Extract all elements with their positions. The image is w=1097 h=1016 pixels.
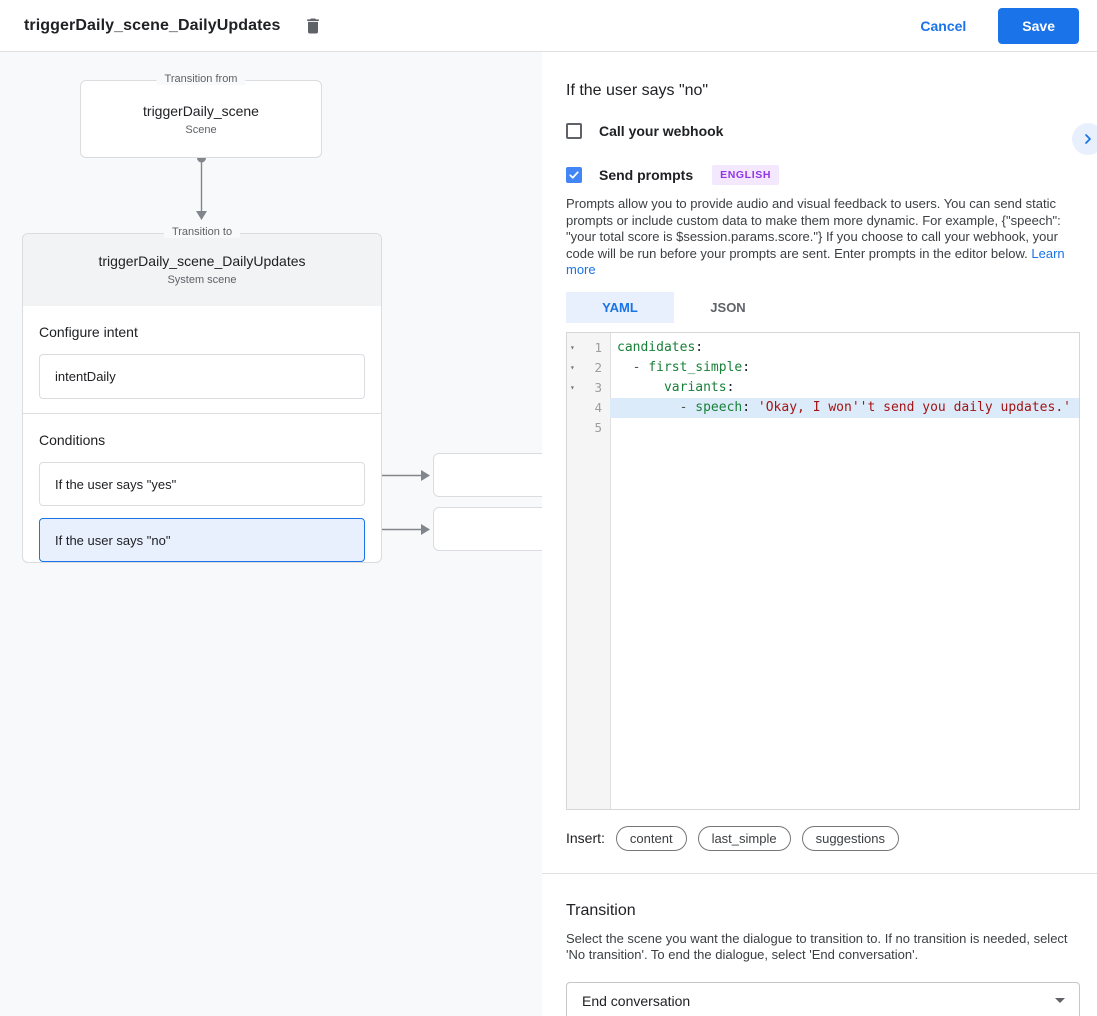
from-scene-name: triggerDaily_scene (143, 103, 259, 119)
cancel-button[interactable]: Cancel (920, 17, 967, 34)
insert-chip-suggestions[interactable]: suggestions (801, 825, 899, 851)
condition-editor-panel: If the user says "no" Call your webhook … (542, 52, 1097, 1016)
prompts-description-text: Prompts allow you to provide audio and v… (566, 196, 1061, 261)
code-line-content: - first_simple: (632, 359, 751, 375)
send-prompts-label: Send prompts (599, 167, 694, 183)
insert-row: Insert: content last_simple suggestions (566, 825, 1080, 851)
transition-description: Select the scene you want the dialogue t… (566, 930, 1068, 963)
line-number: ▾2 (567, 358, 610, 378)
dropdown-caret-icon (1055, 998, 1065, 1003)
main-area: Transition from triggerDaily_scene Scene… (0, 52, 1097, 1016)
trash-icon (306, 18, 319, 33)
code-line-content: candidates: (617, 339, 704, 355)
configure-intent-section: Configure intent intentDaily (23, 306, 381, 413)
chevron-right-icon (1085, 134, 1091, 144)
collapse-panel-button[interactable] (1072, 123, 1097, 155)
flow-target-box-yes[interactable] (433, 453, 542, 497)
fold-arrow-icon[interactable]: ▾ (570, 342, 575, 352)
conditions-label: Conditions (39, 432, 106, 448)
to-scene-header: triggerDaily_scene_DailyUpdates System s… (23, 234, 381, 306)
to-scene-type: System scene (167, 274, 237, 286)
tab-yaml[interactable]: YAML (566, 291, 674, 323)
code-line-content: - speech: 'Okay, I won''t send you daily… (610, 397, 1079, 418)
insert-chips: content last_simple suggestions (615, 825, 899, 851)
line-number: 5 (594, 419, 602, 435)
transition-to-card: Transition to triggerDaily_scene_DailyUp… (22, 226, 382, 563)
conditions-section: Conditions If the user says "yes"If the … (23, 413, 381, 576)
condition-item[interactable]: If the user says "no" (39, 518, 365, 562)
insert-label: Insert: (566, 830, 605, 846)
transition-select-value: End conversation (582, 992, 691, 1009)
save-button[interactable]: Save (998, 7, 1079, 44)
transition-to-legend: Transition to (163, 226, 241, 238)
transition-from-card[interactable]: Transition from triggerDaily_scene Scene (80, 73, 322, 158)
line-number: ▾1 (567, 338, 610, 358)
page-title: triggerDaily_scene_DailyUpdates (24, 16, 281, 34)
fold-arrow-icon[interactable]: ▾ (570, 382, 575, 392)
checkmark-icon (569, 171, 579, 179)
condition-item[interactable]: If the user says "yes" (39, 462, 365, 506)
panel-title: If the user says "no" (566, 82, 709, 99)
to-scene-name: triggerDaily_scene_DailyUpdates (98, 253, 306, 269)
configure-intent-label: Configure intent (39, 324, 138, 340)
transition-title: Transition (566, 901, 636, 919)
editor-line[interactable]: ▾1 candidates: (567, 338, 1079, 358)
editor-format-tabs: YAML JSON (566, 291, 1080, 323)
transition-from-legend: Transition from (156, 73, 246, 85)
checkbox-checked-icon[interactable] (566, 167, 582, 183)
intent-field[interactable]: intentDaily (39, 354, 365, 399)
send-prompts-checkbox[interactable]: Send prompts ENGLISH (566, 165, 1080, 185)
checkbox-unchecked-icon[interactable] (566, 123, 582, 139)
editor-line[interactable]: ▾3 variants: (567, 378, 1079, 398)
language-badge: ENGLISH (712, 165, 779, 185)
line-number: ▾3 (567, 378, 610, 398)
editor-line[interactable]: ▾2 - first_simple: (567, 358, 1079, 378)
call-webhook-label: Call your webhook (599, 123, 724, 139)
section-divider (542, 872, 1097, 874)
insert-chip-last_simple[interactable]: last_simple (697, 825, 791, 851)
code-line-content: variants: (663, 379, 735, 395)
delete-scene-button[interactable] (299, 12, 327, 40)
editor-line[interactable]: 5 (567, 418, 1079, 438)
editor-line[interactable]: 4 - speech: 'Okay, I won''t send you dai… (567, 397, 1079, 418)
code-line-content (610, 418, 1079, 438)
topbar: triggerDaily_scene_DailyUpdates Cancel S… (0, 0, 1097, 52)
conditions-list: If the user says "yes" If the user says "… (39, 462, 365, 562)
fold-arrow-icon[interactable]: ▾ (570, 362, 575, 372)
prompts-description: Prompts allow you to provide audio and v… (566, 196, 1080, 279)
flow-target-box-no[interactable] (433, 507, 542, 551)
call-webhook-checkbox[interactable]: Call your webhook (566, 123, 1080, 139)
insert-chip-content[interactable]: content (615, 825, 687, 851)
line-number: 4 (594, 399, 602, 415)
learn-more-link[interactable]: Learn more (566, 245, 1065, 278)
tab-json[interactable]: JSON (710, 299, 746, 315)
scene-flow-canvas[interactable]: Transition from triggerDaily_scene Scene… (0, 52, 542, 1016)
transition-select[interactable]: End conversation (566, 981, 1080, 1016)
from-scene-type: Scene (185, 124, 217, 136)
